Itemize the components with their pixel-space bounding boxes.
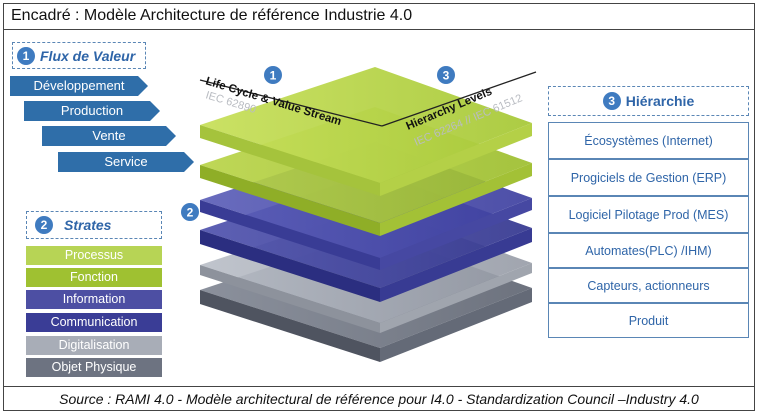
marker-2: 2 xyxy=(181,203,199,221)
hierarchie-header-label: Hiérarchie xyxy=(625,93,695,109)
hierarchie-number-badge: 3 xyxy=(602,92,621,110)
flux-header: 1 Flux de Valeur xyxy=(12,42,146,69)
hierarchie-item-erp: Progiciels de Gestion (ERP) xyxy=(548,159,749,196)
axis-right-line xyxy=(381,71,537,127)
strate-fonction: Fonction xyxy=(26,268,162,287)
flux-item-service: Service xyxy=(58,152,194,172)
hierarchie-item-mes: Logiciel Pilotage Prod (MES) xyxy=(548,196,749,233)
strate-information: Information xyxy=(26,290,162,309)
marker-3-label: 3 xyxy=(443,69,450,83)
marker-1-label: 1 xyxy=(270,69,277,83)
hierarchie-item-plc: Automates(PLC) /IHM) xyxy=(548,233,749,268)
flux-item-production: Production xyxy=(24,101,160,121)
flux-item-developpement: Développement xyxy=(10,76,148,96)
hierarchie-item-capteurs: Capteurs, actionneurs xyxy=(548,268,749,303)
hierarchie-item-produit: Produit xyxy=(548,303,749,338)
strates-header: 2 Strates xyxy=(26,211,162,239)
marker-2-label: 2 xyxy=(187,206,194,220)
axis-left-line xyxy=(199,79,383,127)
strates-header-label: Strates xyxy=(64,217,112,233)
source-caption: Source : RAMI 4.0 - Modèle architectural… xyxy=(3,386,755,411)
strate-objet-physique: Objet Physique xyxy=(26,358,162,377)
strate-digitalisation: Digitalisation xyxy=(26,336,162,355)
marker-1: 1 xyxy=(264,66,282,84)
strates-number-badge: 2 xyxy=(35,216,53,234)
flux-header-label: Flux de Valeur xyxy=(40,47,136,64)
flux-number-badge: 1 xyxy=(17,46,35,65)
layer-processus xyxy=(200,67,532,196)
strate-communication: Communication xyxy=(26,313,162,332)
flux-item-vente: Vente xyxy=(42,126,176,146)
strate-processus: Processus xyxy=(26,246,162,265)
frame-border xyxy=(3,3,755,411)
hierarchie-item-ecosystemes: Écosystèmes (Internet) xyxy=(548,122,749,159)
page-title: Encadré : Modèle Architecture de référen… xyxy=(3,3,755,30)
hierarchie-header: 3 Hiérarchie xyxy=(548,86,749,116)
marker-3: 3 xyxy=(437,66,455,84)
